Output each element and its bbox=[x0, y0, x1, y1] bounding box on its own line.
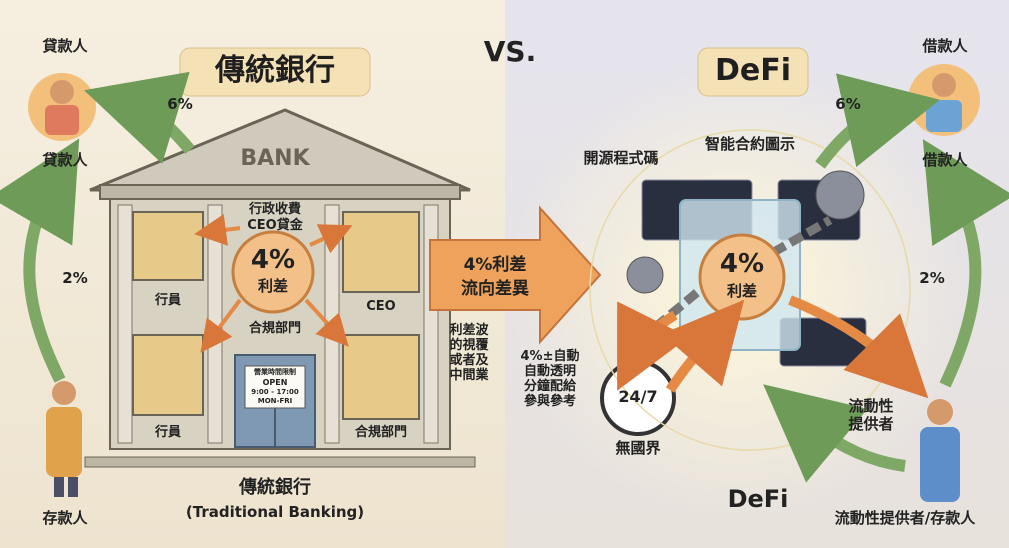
hours-days: MON-FRI bbox=[257, 397, 293, 405]
left-spread-pct: 4% bbox=[250, 245, 296, 275]
compliance-room-label: 合規部門 bbox=[354, 425, 407, 440]
middle-note-a-3: 或者及 bbox=[449, 352, 489, 368]
right-subtitle: DeFi bbox=[727, 485, 789, 513]
right-title: DeFi bbox=[714, 53, 792, 88]
middle-note-b: 4%±自動 自動透明 分鐘配給 參與參考 bbox=[510, 349, 590, 410]
middle-note-b-3: 分鐘配給 bbox=[523, 378, 576, 394]
arrow-contract-to-borrower bbox=[815, 73, 940, 169]
steps-2 bbox=[84, 456, 476, 468]
middle-note-b-4: 參與參考 bbox=[523, 393, 576, 409]
open-source-label: 開源程式碼 bbox=[583, 149, 659, 167]
middle-note-a-1: 利差波 bbox=[449, 323, 489, 338]
compliance-top-label: 合規部門 bbox=[248, 321, 301, 336]
ceo-label: CEO bbox=[366, 299, 396, 314]
arrow-spread-to-lp bbox=[788, 295, 929, 399]
gear-left bbox=[626, 256, 664, 294]
vs-label: VS. bbox=[483, 35, 537, 68]
window-compliance bbox=[342, 334, 420, 420]
left-title: 傳統銀行 bbox=[215, 53, 335, 88]
admin-note-1: 行政收費 bbox=[248, 202, 301, 217]
smart-contract-label: 智能合約圖示 bbox=[704, 135, 795, 153]
network-ring bbox=[589, 129, 911, 451]
right-borrower-figure bbox=[908, 64, 980, 136]
hours-open: OPEN bbox=[262, 378, 288, 387]
middle-note-b-2: 自動透明 bbox=[523, 363, 576, 379]
window-teller-bottom bbox=[132, 334, 204, 416]
arrow-compliance bbox=[304, 298, 349, 347]
left-rate-out: 6% bbox=[167, 95, 193, 113]
arrow-lp-to-contract bbox=[763, 384, 906, 483]
borderless-label: 無國界 bbox=[615, 439, 661, 457]
hours-title: 營業時間限制 bbox=[254, 368, 296, 376]
left-borrower-figure bbox=[28, 73, 96, 141]
right-borrower-mid-label: 借款人 bbox=[922, 151, 968, 169]
left-borrower-top-label: 貸款人 bbox=[42, 37, 88, 55]
left-subtitle-cn: 傳統銀行 bbox=[239, 477, 311, 498]
middle-note-a-4: 中間業 bbox=[449, 367, 489, 383]
arrow-admin bbox=[194, 214, 241, 246]
lp-label-line1: 流動性 bbox=[848, 397, 894, 415]
right-spread-word: 利差 bbox=[726, 282, 757, 300]
bank-sign: BANK bbox=[240, 146, 310, 171]
middle-note-b-1: 4%±自動 bbox=[520, 349, 580, 364]
arrow-depositor-to-borrower bbox=[0, 138, 80, 383]
right-spread-pct: 4% bbox=[719, 249, 765, 279]
arrow-teller-bottom bbox=[200, 298, 242, 353]
left-depositor-label: 存款人 bbox=[42, 509, 88, 527]
hours-time: 9:00 - 17:00 bbox=[251, 388, 299, 396]
right-rate-in: 2% bbox=[919, 269, 945, 287]
left-spread-word: 利差 bbox=[257, 277, 288, 295]
lp-depositor-label: 流動性提供者/存款人 bbox=[834, 509, 976, 527]
column-1 bbox=[117, 204, 133, 444]
right-rate-out: 6% bbox=[835, 95, 861, 113]
arrow-bank-to-borrower bbox=[84, 71, 195, 164]
hours-sign-board bbox=[244, 365, 306, 409]
window-teller-top bbox=[132, 211, 204, 281]
right-title-banner bbox=[697, 47, 809, 97]
middle-note-a-2: 的視覆 bbox=[449, 337, 489, 353]
central-arrow-line2: 流向差異 bbox=[461, 279, 529, 299]
clock-label: 24/7 bbox=[618, 387, 658, 406]
teller-label-2: 行員 bbox=[154, 425, 181, 440]
bank-building bbox=[84, 108, 476, 468]
right-borrower-top-label: 借款人 bbox=[922, 37, 968, 55]
admin-note-2: CEO貸金 bbox=[247, 218, 303, 233]
left-spread-circle bbox=[231, 230, 315, 314]
gear-right bbox=[815, 170, 865, 220]
central-arrow-line1: 4%利差 bbox=[463, 255, 527, 275]
central-spread-arrow bbox=[429, 205, 602, 345]
left-rate-in: 2% bbox=[62, 269, 88, 287]
right-depositor-figure bbox=[920, 399, 960, 502]
arrow-chain-to-clock bbox=[617, 301, 689, 391]
arrow-ceo bbox=[309, 224, 353, 254]
window-ceo bbox=[342, 211, 420, 293]
teller-label-1: 行員 bbox=[154, 293, 181, 308]
left-borrower-mid-label: 貸款人 bbox=[42, 151, 88, 169]
middle-note-a: 利差波 的視覆 或者及 中間業 bbox=[442, 323, 496, 384]
left-subtitle-en: (Traditional Banking) bbox=[185, 503, 365, 521]
lp-label-line2: 提供者 bbox=[848, 415, 894, 433]
bank-pediment-band bbox=[99, 184, 461, 200]
left-depositor-figure bbox=[46, 381, 82, 497]
arrow-lp-to-borrower bbox=[922, 139, 1009, 388]
